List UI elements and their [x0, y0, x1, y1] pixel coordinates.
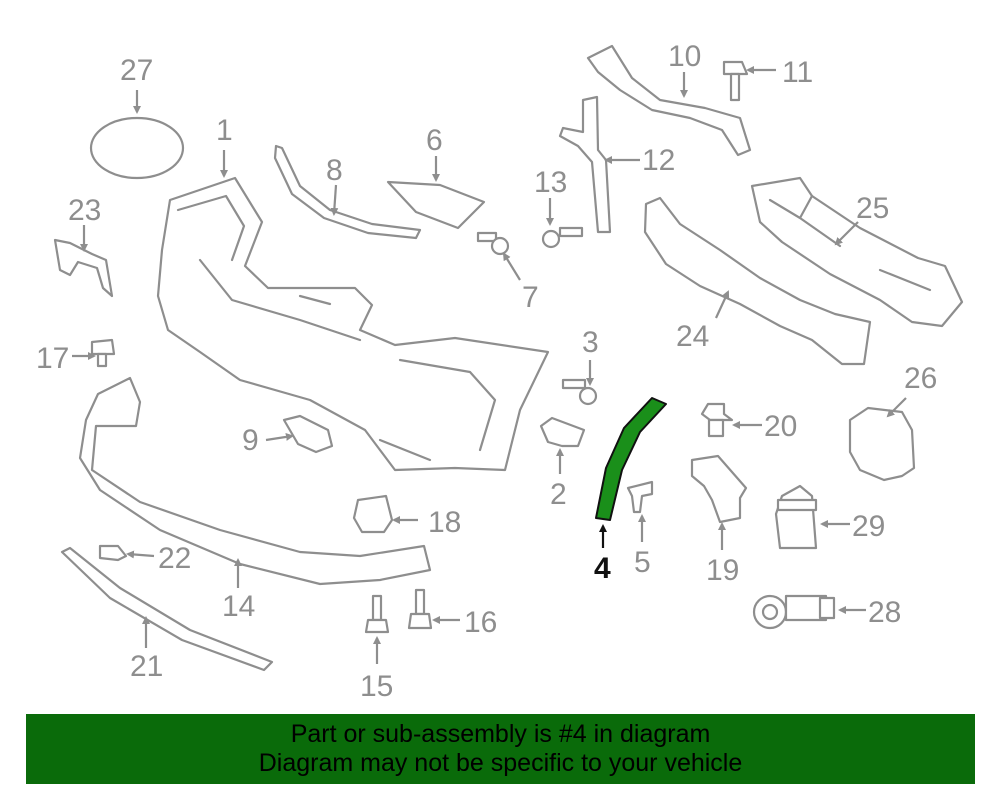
callout-28: 28	[868, 596, 901, 629]
banner-line-2: Diagram may not be specific to your vehi…	[258, 749, 743, 777]
part-29-sensor[interactable]	[774, 484, 818, 550]
part-28-sensor[interactable]	[752, 594, 836, 630]
parts-diagram: 27 1 23 8 6 7 13 12 10 11 25 24 3 2 4 5 …	[36, 40, 964, 703]
callout-20: 20	[764, 410, 797, 443]
part-21-trim-strip[interactable]	[60, 546, 274, 672]
part-15-bolt[interactable]	[364, 594, 390, 634]
part-14-lower-spoiler[interactable]	[78, 376, 432, 586]
callout-8: 8	[326, 154, 343, 187]
callout-21: 21	[130, 650, 163, 683]
part-24-absorber[interactable]	[643, 196, 872, 366]
callout-3: 3	[582, 326, 599, 359]
part-3-bolt[interactable]	[561, 378, 598, 406]
callout-7: 7	[522, 281, 539, 314]
part-10-bracket[interactable]	[586, 44, 752, 157]
part-5-clip[interactable]	[626, 480, 654, 514]
callout-2: 2	[550, 478, 567, 511]
callout-15: 15	[360, 670, 393, 703]
callout-6: 6	[426, 124, 443, 157]
part-6-cover[interactable]	[386, 180, 486, 230]
info-banner: Part or sub-assembly is #4 in diagram Di…	[26, 714, 975, 784]
part-13-bolt[interactable]	[541, 226, 584, 249]
callout-17: 17	[36, 342, 69, 375]
part-27-emblem[interactable]	[89, 116, 185, 180]
part-9-cover[interactable]	[282, 414, 334, 454]
callout-13: 13	[534, 166, 567, 199]
callout-12: 12	[642, 144, 675, 177]
part-7-bolt[interactable]	[476, 231, 510, 256]
callout-4: 4	[594, 552, 611, 585]
part-17-clip[interactable]	[90, 338, 116, 368]
leader-arrows	[72, 66, 907, 664]
part-4-retainer[interactable]	[595, 397, 667, 521]
part-18-bracket[interactable]	[352, 494, 394, 534]
banner-line-1: Part or sub-assembly is #4 in diagram	[290, 720, 711, 748]
callout-10: 10	[668, 40, 701, 73]
part-12-bracket[interactable]	[558, 95, 612, 234]
part-8-trim-strip[interactable]	[273, 144, 422, 240]
part-26-module[interactable]	[848, 406, 916, 482]
callout-labels: 27 1 23 8 6 7 13 12 10 11 25 24 3 2 4 5 …	[36, 40, 937, 703]
part-2-bracket[interactable]	[539, 416, 586, 448]
part-1-detail	[176, 194, 497, 462]
callout-1: 1	[216, 114, 233, 147]
part-16-bolt[interactable]	[407, 588, 433, 630]
part-25-detail	[768, 194, 932, 292]
callout-29: 29	[852, 510, 885, 543]
callout-23: 23	[68, 194, 101, 227]
callout-16: 16	[464, 606, 497, 639]
part-1-bumper-cover[interactable]	[156, 176, 550, 472]
callout-25: 25	[856, 192, 889, 225]
callout-19: 19	[706, 554, 739, 587]
part-20-push-pin[interactable]	[700, 402, 734, 438]
part-25-beam[interactable]	[750, 176, 964, 328]
callout-14: 14	[222, 590, 255, 623]
part-11-bolt[interactable]	[722, 60, 749, 102]
callout-26: 26	[904, 362, 937, 395]
callout-5: 5	[634, 546, 651, 579]
part-19-bracket[interactable]	[690, 454, 748, 524]
callout-27: 27	[120, 54, 153, 87]
callout-9: 9	[242, 424, 259, 457]
part-22-push-pin[interactable]	[98, 544, 128, 562]
callout-24: 24	[676, 320, 709, 353]
callout-22: 22	[158, 542, 191, 575]
callout-11: 11	[782, 56, 813, 89]
callout-18: 18	[428, 506, 461, 539]
